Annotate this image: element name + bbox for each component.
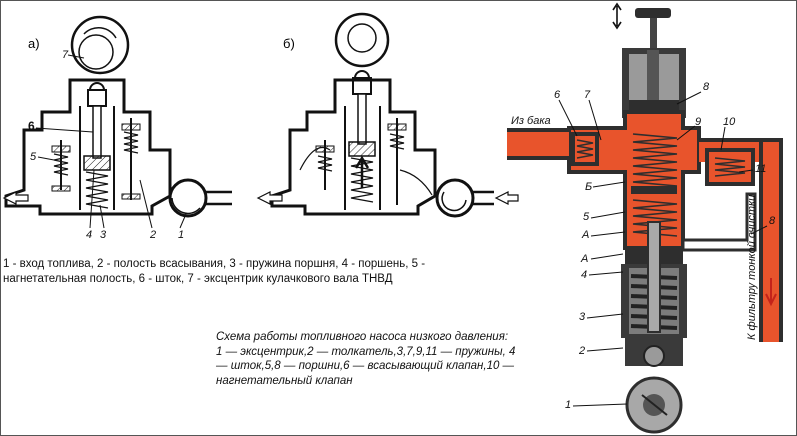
suction-valve-a — [51, 140, 71, 192]
label-r-8b: 8 — [769, 215, 776, 227]
inlet-arrow-b — [494, 191, 519, 205]
label-a-5: 5 — [30, 151, 37, 163]
label-r-4: 4 — [581, 269, 587, 281]
eccentric-b — [334, 12, 390, 68]
label-r-1: 1 — [565, 399, 571, 411]
label-r-2: 2 — [578, 345, 585, 357]
label-r-7: 7 — [584, 89, 591, 101]
outlet-flow-arrow — [765, 278, 777, 307]
label-a-6: 6 — [28, 119, 35, 133]
caption-right: Схема работы топливного насоса низкого д… — [216, 331, 519, 387]
label-a-3: 3 — [100, 229, 107, 241]
primer-handle — [612, 2, 671, 52]
diagram-b-title: б) — [283, 36, 295, 51]
inlet-label: Из бака — [511, 115, 551, 127]
label-r-a2: А — [581, 229, 589, 241]
label-a-1: 1 — [178, 229, 184, 241]
label-r-9: 9 — [695, 116, 701, 128]
right-diagram-labels: 6 7 8 9 10 11 8 А А Б 5 4 3 2 — [511, 81, 776, 411]
label-r-a1: А — [580, 253, 588, 265]
pump-body-b — [270, 78, 437, 216]
label-r-8a: 8 — [703, 81, 710, 93]
diagram-a-title: а) — [28, 36, 40, 51]
label-r-11: 11 — [755, 163, 766, 175]
label-a-2: 2 — [149, 229, 156, 241]
fuel-pump-colored-diagram: 6 7 8 9 10 11 8 А А Б 5 4 3 2 — [507, 2, 783, 434]
caption-left: 1 - вход топлива, 2 - полость всасывания… — [3, 258, 429, 285]
eccentric-right — [625, 376, 683, 434]
label-r-6: 6 — [554, 89, 561, 101]
diagram-a: а) — [2, 15, 232, 241]
label-a-4: 4 — [86, 229, 92, 241]
outlet-arrow-a — [2, 191, 29, 205]
label-r-b: Б — [585, 181, 592, 193]
pump-body-a — [4, 78, 172, 216]
label-r-5: 5 — [583, 211, 590, 223]
pump-diagrams-ab: а) — [2, 12, 519, 241]
label-r-3: 3 — [579, 311, 586, 323]
outlet-label: К фильтру тонкой очистки — [746, 195, 758, 340]
label-a-7: 7 — [62, 49, 69, 61]
label-r-10: 10 — [723, 116, 736, 128]
outlet-arrow-b — [256, 191, 283, 205]
eccentric-a — [70, 15, 130, 75]
delivery-valve-a — [121, 118, 141, 200]
diagram-b: б) — [256, 12, 519, 218]
